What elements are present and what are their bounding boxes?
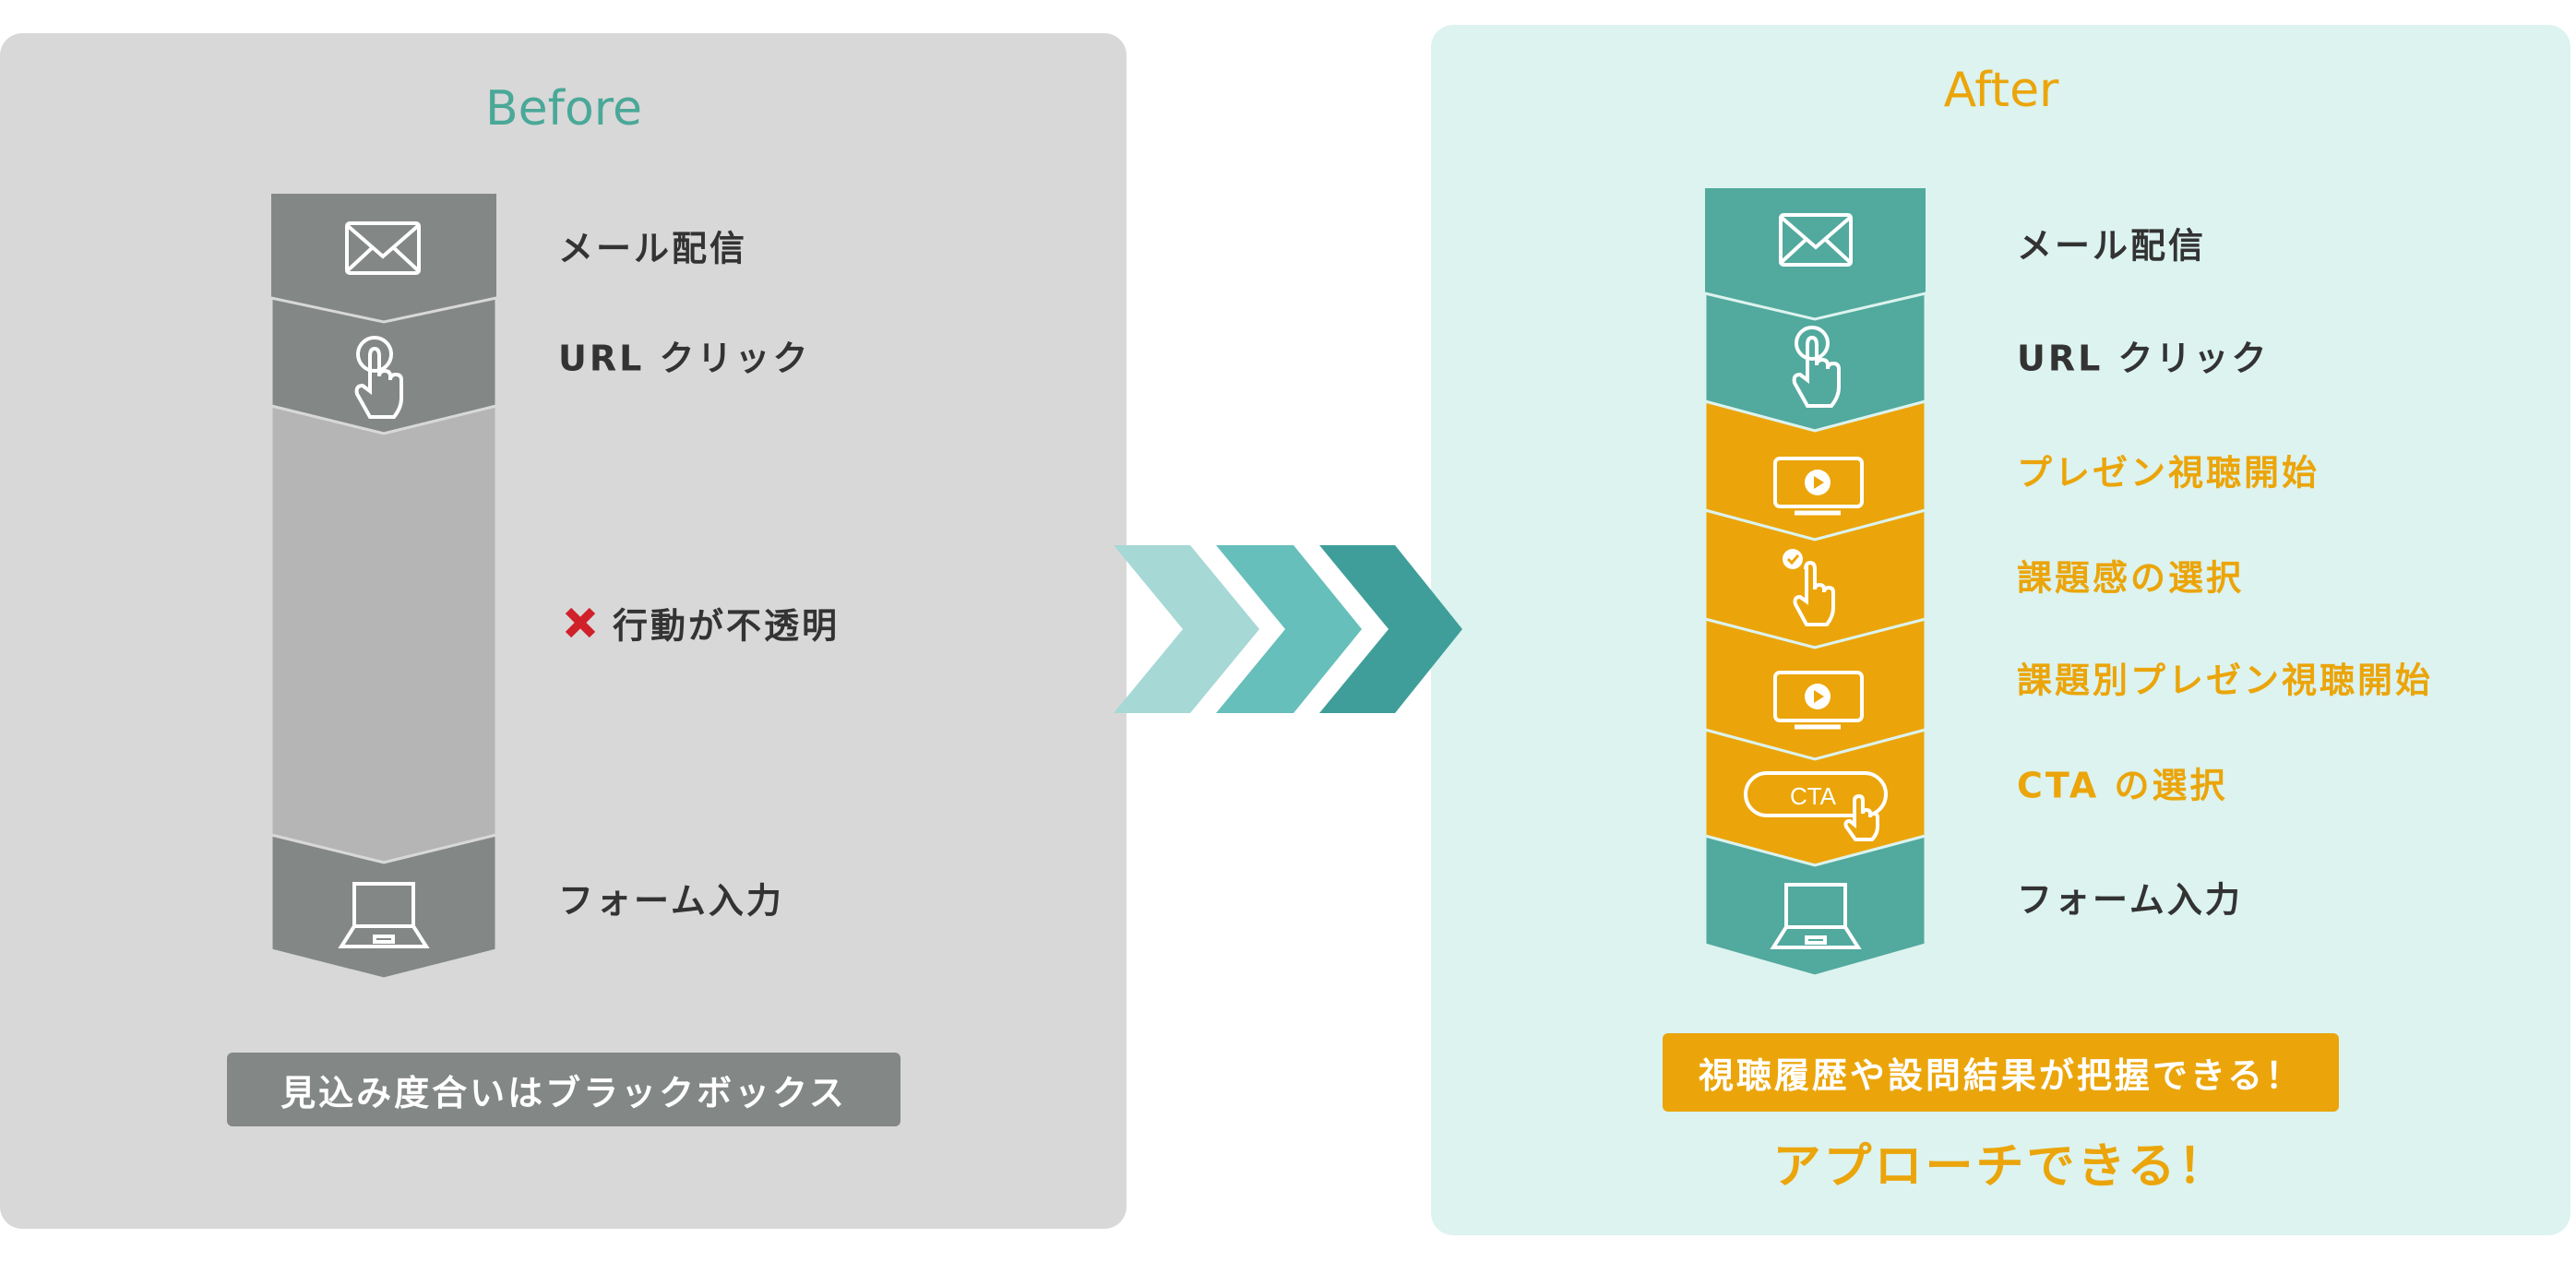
after-step-label: CTA の選択 [2017, 765, 2228, 806]
after-flow: CTA [1703, 188, 1927, 978]
after-step-mail [1705, 188, 1926, 319]
before-step-opaque [269, 404, 498, 864]
laptop-icon [338, 882, 430, 948]
after-step-label: 課題別プレゼン視聴開始 [2017, 660, 2434, 701]
after-conclusion: アプローチできる！ [1772, 1139, 2229, 1195]
after-step-label: 課題感の選択 [2017, 557, 2245, 599]
mail-icon [345, 221, 421, 275]
after-step-label: メール配信 [2017, 225, 2207, 267]
after-step-form [1703, 834, 1927, 978]
arrow-chevron-2 [1216, 545, 1362, 713]
arrow-chevron-1 [1114, 545, 1259, 713]
laptop-icon [1770, 883, 1862, 949]
before-step-label: 行動が不透明 [613, 605, 841, 647]
before-step-label: URL クリック [558, 338, 811, 379]
cross-icon [565, 607, 596, 638]
before-step-label: フォーム入力 [558, 880, 784, 922]
after-step-label: フォーム入力 [2017, 879, 2243, 921]
cta-button-icon: CTA [1744, 771, 1888, 841]
before-step-label: メール配信 [558, 228, 748, 269]
mail-icon [1779, 213, 1853, 267]
before-summary-badge: 見込み度合いはブラックボックス [227, 1053, 900, 1126]
tap-hand-icon [354, 336, 403, 419]
after-summary-badge: 視聴履歴や設問結果が把握できる！ [1663, 1033, 2339, 1112]
after-step-label: URL クリック [2017, 338, 2270, 379]
arrow-chevron-3 [1319, 545, 1462, 713]
check-tap-icon [1783, 549, 1835, 626]
video-screen-icon [1773, 457, 1864, 516]
before-panel [0, 33, 1127, 1229]
tap-hand-icon [1792, 326, 1841, 408]
before-title: Before [484, 81, 643, 137]
after-step-label: プレゼン視聴開始 [2017, 452, 2320, 494]
before-flow [269, 194, 596, 981]
before-step-form [269, 833, 498, 981]
video-screen-icon [1773, 671, 1864, 730]
after-title: After [1943, 63, 2059, 118]
cta-icon-text: CTA [1790, 782, 1837, 810]
transition-arrows [1114, 545, 1462, 713]
